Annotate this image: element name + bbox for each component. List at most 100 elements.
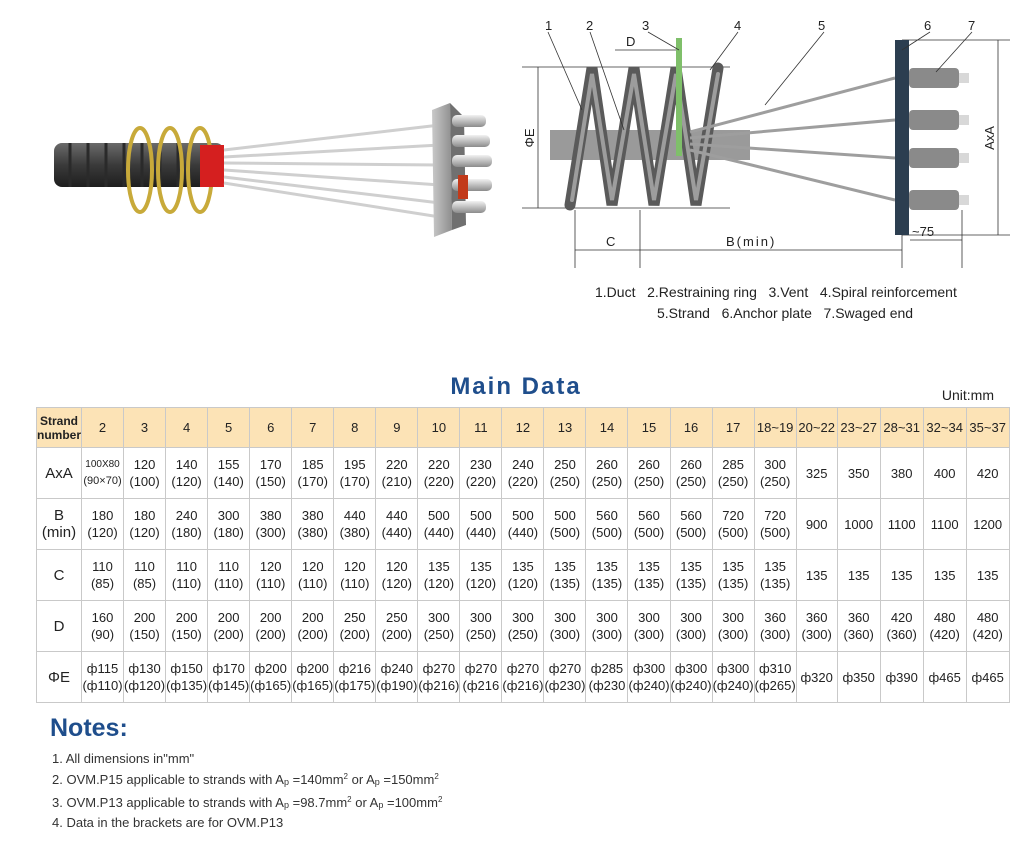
cell-value-bracketed: (200) <box>297 627 328 642</box>
table-cell: 260(250) <box>627 447 671 499</box>
table-cell: 135 <box>965 549 1010 601</box>
cell-value: 500 <box>512 508 534 523</box>
table-cell: ф270(ф216 <box>459 651 503 703</box>
cell-value: ф270 <box>464 661 498 676</box>
cell-value: 240 <box>512 457 534 472</box>
subscript: p <box>283 777 289 787</box>
cell-value: 260 <box>680 457 702 472</box>
cell-value: 180 <box>91 508 114 523</box>
table-cell: 1100 <box>922 498 967 550</box>
cell-value: 1100 <box>930 516 959 532</box>
cell-value: 500 <box>554 508 576 523</box>
cell-value-bracketed: (200) <box>381 627 412 642</box>
header-label-line: number <box>37 427 82 442</box>
cell-value-bracketed: (200) <box>339 627 370 642</box>
table-cell: 250(200) <box>375 600 419 652</box>
cell-value: 720 <box>764 508 786 523</box>
cell-value: ф200 <box>254 661 287 676</box>
cell-value-bracketed: (135) <box>717 576 749 591</box>
note-2: 2. OVM.P15 applicable to strands with Ap… <box>52 768 442 791</box>
legend-line-1: 1.Duct 2.Restraining ring 3.Vent 4.Spira… <box>595 284 957 300</box>
cell-value-bracketed: (500) <box>759 525 791 540</box>
header-col: 8 <box>333 407 377 448</box>
header-col: 17 <box>711 407 755 448</box>
cell-value: 135 <box>722 559 744 574</box>
table-cell: 720 (500) <box>753 498 797 550</box>
note-text: or A <box>348 772 375 787</box>
cell-value: ф390 <box>885 669 918 685</box>
table-cell: 120(110) <box>291 549 335 601</box>
note-text: or A <box>351 795 379 810</box>
cell-value: 220 <box>385 457 408 472</box>
cell-value-bracketed: (110) <box>340 576 370 591</box>
table-cell: 180(120) <box>81 498 125 550</box>
table-cell: 300(300) <box>585 600 629 652</box>
callout-5: 5 <box>818 18 825 33</box>
cell-value: 285 <box>722 457 744 472</box>
table-cell: 380 <box>879 447 924 499</box>
cell-value-bracketed: (500) <box>633 525 665 540</box>
cell-value-bracketed: (ф145) <box>208 678 250 693</box>
cell-value: 120 <box>385 559 408 574</box>
header-col: 2 <box>81 407 125 448</box>
cell-value-bracketed: (210) <box>381 474 412 489</box>
cell-value-bracketed: (200) <box>255 627 286 642</box>
cell-value-bracketed: (ф175) <box>334 678 376 693</box>
header-col: 6 <box>249 407 293 448</box>
cell-value: 135 <box>680 559 702 574</box>
cell-value: 120 <box>259 559 282 574</box>
table-cell: ф270(ф230) <box>543 651 587 703</box>
cell-value-bracketed: (135) <box>675 576 707 591</box>
superscript: 2 <box>437 795 443 804</box>
table-cell: ф465 <box>965 651 1010 703</box>
cell-value-bracketed: (300) <box>717 627 749 642</box>
table-cell: 135(135) <box>585 549 629 601</box>
table-cell: 135 <box>879 549 924 601</box>
cell-value-bracketed: (ф135) <box>166 678 208 693</box>
cell-value: 420 <box>976 465 999 481</box>
cell-value: ф200 <box>296 661 329 676</box>
cell-value-bracketed: (250) <box>507 627 539 642</box>
cell-value-bracketed: (120) <box>129 525 160 540</box>
callout-4: 4 <box>734 18 741 33</box>
cell-value: 500 <box>470 508 492 523</box>
legend-line-2: 5.Strand 6.Anchor plate 7.Swaged end <box>657 305 914 321</box>
row-label-line: ΦE <box>48 668 70 686</box>
cell-value-bracketed: (100) <box>129 474 160 489</box>
note-1: 1. All dimensions in"mm" <box>52 751 195 766</box>
cell-value: ф300 <box>674 661 708 676</box>
cell-value: 480 <box>976 610 999 625</box>
cell-value: 200 <box>217 610 240 625</box>
table-cell: 500(440) <box>417 498 461 550</box>
cell-value-bracketed: (90×70) <box>83 475 122 487</box>
note-text: =98.7mm <box>288 795 348 810</box>
cell-value-bracketed: (220) <box>465 474 497 489</box>
cell-value: 325 <box>805 465 828 481</box>
table-cell: 220(220) <box>417 447 461 499</box>
cell-value: 170 <box>259 457 282 472</box>
table-cell: 135(135) <box>627 549 671 601</box>
cell-value-bracketed: (300) <box>801 627 832 642</box>
header-col: 13 <box>543 407 587 448</box>
cell-value: 560 <box>638 508 660 523</box>
table-cell: 135(120) <box>459 549 503 601</box>
cell-value-bracketed: (500) <box>675 525 707 540</box>
row-label-line: AxA <box>45 464 73 482</box>
cell-value: 155 <box>217 457 240 472</box>
table-cell: 170(150) <box>249 447 293 499</box>
table-cell: 500(500) <box>543 498 587 550</box>
cell-value-bracketed: (90) <box>90 627 115 642</box>
table-cell: 350 <box>836 447 881 499</box>
subscript: p <box>374 777 380 787</box>
table-cell: ф285(ф230 <box>585 651 629 703</box>
cell-value-bracketed: (ф230) <box>544 678 586 693</box>
cell-value: 240 <box>175 508 198 523</box>
cell-value: 120 <box>343 559 366 574</box>
cell-value-bracketed: (120) <box>507 576 539 591</box>
cell-value: 200 <box>259 610 282 625</box>
cell-value-bracketed: (ф110) <box>82 678 123 693</box>
dimension-75: ~75 <box>912 224 934 239</box>
cell-value-bracketed: (120) <box>423 576 455 591</box>
note-text: 3. OVM.P13 applicable to strands with A <box>52 795 284 810</box>
